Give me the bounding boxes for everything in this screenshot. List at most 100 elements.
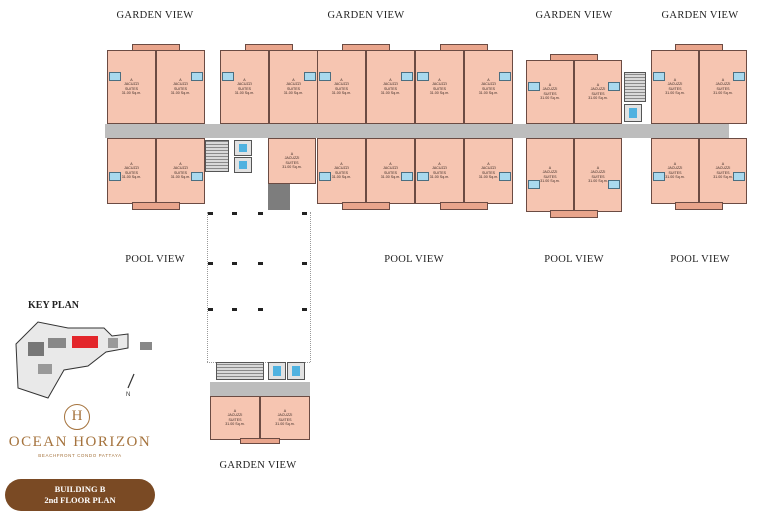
floor-label: 2nd FLOOR PLAN [44,495,116,505]
svg-text:N: N [126,392,130,398]
key-plan-title: KEY PLAN [28,300,80,311]
garden-view-label: GARDEN VIEW [116,10,194,21]
bathroom [608,82,620,91]
bathroom [304,72,316,81]
garden-view-label: GARDEN VIEW [661,10,739,21]
pool-view-label: POOL VIEW [125,254,185,265]
bathroom [528,180,540,189]
corridor [105,124,729,138]
elevator [287,362,305,380]
structural-column [208,262,213,265]
balcony [342,202,390,210]
elevator [234,157,252,173]
staircase [205,140,229,172]
bathroom [319,72,331,81]
garden-view-label: GARDEN VIEW [535,10,613,21]
elevator [234,140,252,156]
structural-column [258,308,263,311]
bathroom [528,82,540,91]
corridor [210,382,310,396]
parking-boundary [207,212,208,362]
monogram: H [64,404,90,430]
bathroom [608,180,620,189]
structural-column [302,212,307,215]
building-label: BUILDING B [54,484,106,494]
structural-column [232,212,237,215]
bathroom [653,172,665,181]
garden-view-label: GARDEN VIEW [219,460,297,471]
balcony [132,202,180,210]
building-floor-banner: BUILDING B 2nd FLOOR PLAN [5,479,155,511]
bathroom [499,172,511,181]
key-plan-highlight [72,336,98,348]
pool-view-label: POOL VIEW [670,254,730,265]
balcony [675,202,723,210]
balcony [440,202,488,210]
bathroom [109,172,121,181]
structural-column [258,262,263,265]
bathroom [653,72,665,81]
bathroom [733,172,745,181]
bathroom [417,172,429,181]
structural-column [302,262,307,265]
structural-column [302,308,307,311]
balcony [550,210,598,218]
bathroom [319,172,331,181]
bathroom [733,72,745,81]
bathroom [109,72,121,81]
bathroom [401,72,413,81]
elevator [268,362,286,380]
bathroom [222,72,234,81]
parking-boundary [310,212,311,362]
structural-column [232,262,237,265]
brand-name: OCEAN HORIZON [8,434,152,450]
structural-column [258,212,263,215]
pool-view-label: POOL VIEW [544,254,604,265]
structural-column [208,308,213,311]
bathroom [417,72,429,81]
staircase [216,362,264,380]
key-plan-map: N [15,321,152,399]
balcony [240,438,280,444]
brand-logo: H OCEAN HORIZON BEACHFRONT CONDO PATTAYA [0,402,160,462]
structural-column [208,212,213,215]
